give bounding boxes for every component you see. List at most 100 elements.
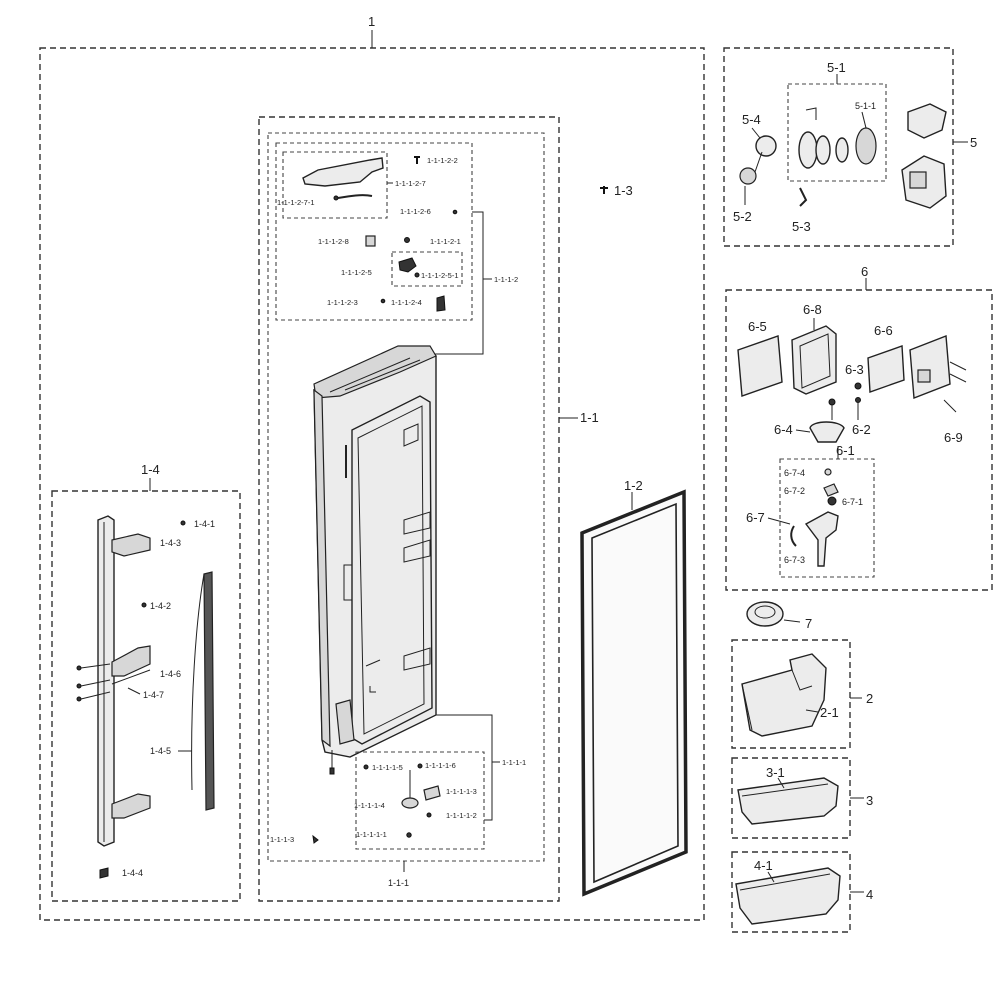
label-1-4-6: 1-4-6 [160,669,181,679]
handle-strip [203,571,215,811]
label-1-1-1-1-6: 1-1-1-1-6 [425,761,456,770]
dispenser-cap [855,127,877,165]
label-1-1-1-2-8: 1-1-1-2-8 [318,237,349,246]
assembly-6: 6 6-5 6-8 6-6 6-9 6-3 6-2 6-4 6-1 [725,264,993,591]
subassembly-1-1-1-1-frame [355,751,485,850]
label-1-2: 1-2 [624,478,643,493]
subassembly-1-1-1-2-5-frame [391,251,463,287]
label-5: 5 [970,135,977,150]
label-6-2: 6-2 [852,422,871,437]
bushing-part [365,235,376,247]
label-5-3: 5-3 [792,219,811,234]
label-1-4-3: 1-4-3 [160,538,181,548]
bin-2-1 [741,653,827,737]
assembly-2-frame [731,639,851,749]
door-body [313,345,493,821]
label-6-9: 6-9 [944,430,963,445]
label-6-6: 6-6 [874,323,893,338]
subassembly-1-1-1-2-7-frame [282,151,388,219]
label-1-1-1-1: 1-1-1-1 [502,758,526,767]
label-5-4: 5-4 [742,112,761,127]
assembly-2: 2 2-1 [731,639,873,749]
label-6-7-3: 6-7-3 [784,555,805,565]
label-6-7-1: 6-7-1 [842,497,863,507]
label-1-1-1: 1-1-1 [388,878,409,888]
label-1-1-1-2-1: 1-1-1-2-1 [430,237,461,246]
part-6-8 [791,325,837,395]
label-1-3: 1-3 [614,183,633,198]
label-6-8: 6-8 [803,302,822,317]
assembly-1-1: 1-1 1-1-1 [258,116,599,902]
assembly-5: 5 5-1 5-1-1 5-4 5-2 5-3 [723,47,977,247]
label-6-7-4: 6-7-4 [784,468,805,478]
label-7: 7 [805,616,812,631]
bin-4-1 [735,867,841,925]
label-1-1-1-2-5: 1-1-1-2-5 [341,268,372,277]
door-shelf-supports [403,423,431,671]
door-liner [351,395,433,745]
label-1-1-1-1-5: 1-1-1-1-5 [372,763,403,772]
label-6-7: 6-7 [746,510,765,525]
label-1-1-1-2-2: 1-1-1-2-2 [427,156,458,165]
part-6-6 [867,345,905,393]
label-2-1: 2-1 [820,705,839,720]
label-1-1-1-2-6: 1-1-1-2-6 [400,207,431,216]
label-6-1: 6-1 [836,443,855,458]
part-6-7-lever [804,511,839,567]
bin-3-1 [737,777,839,825]
gasket-outer [580,489,688,897]
label-1-1-1-1-1: 1-1-1-1-1 [356,830,387,839]
label-5-1: 5-1 [827,60,846,75]
label-1-1-1-2-7-1: 1-1-1-2-7-1 [277,198,315,207]
label-4-1: 4-1 [754,858,773,873]
label-1: 1 [368,14,375,29]
label-3-1: 3-1 [766,765,785,780]
assembly-1-1-frame [258,116,560,902]
part-1-2-gasket: 1-2 [580,478,688,897]
label-1-1-1-2: 1-1-1-2 [494,275,518,284]
hinge-cover-part [302,157,384,187]
subassembly-1-1-1-2: 1-1-1-2-7-1 1-1-1-2-7 1-1-1-2-2 1-1-1-2-… [275,142,518,355]
assembly-6-1-frame [779,458,875,578]
part-7: 7 [746,601,812,631]
label-4: 4 [866,887,873,902]
assembly-5-frame [723,47,954,247]
assembly-3: 3 3-1 [731,757,873,839]
label-6-5: 6-5 [748,319,767,334]
subassembly-1-1-1-2-frame [275,142,473,321]
hinge-pin-part [398,257,417,273]
label-1-1: 1-1 [580,410,599,425]
label-1-1-1-1-3: 1-1-1-1-3 [446,787,477,796]
label-1-1-1-2-3: 1-1-1-2-3 [327,298,358,307]
label-2: 2 [866,691,873,706]
assembly-1-1-1-frame [267,132,545,862]
label-6-3: 6-3 [845,362,864,377]
label-6-4: 6-4 [774,422,793,437]
assembly-3-frame [731,757,851,839]
label-1-4-4: 1-4-4 [122,868,143,878]
label-6-7-2: 6-7-2 [784,486,805,496]
label-1-1-1-3: 1-1-1-3 [270,835,294,844]
label-5-1-1: 5-1-1 [855,101,876,111]
label-1-1-1-2-7: 1-1-1-2-7 [395,179,426,188]
label-1-4: 1-4 [141,462,160,477]
label-1-4-7: 1-4-7 [143,690,164,700]
assembly-1-4: 1-4 1-4-1 1-4-3 1-4-2 1-4-6 1-4-7 1-4-5 … [51,462,241,902]
part-6-4 [809,421,845,443]
label-6: 6 [861,264,868,279]
assembly-1: 1 [39,14,705,921]
dispenser-housing-top [907,103,947,139]
hinge-washer-part [401,797,419,809]
label-1-4-1: 1-4-1 [194,519,215,529]
label-5-2: 5-2 [733,209,752,224]
assembly-1-4-frame [51,490,241,902]
assembly-4-frame [731,851,851,933]
label-3: 3 [866,793,873,808]
label-1-1-1-2-5-1: 1-1-1-2-5-1 [421,271,459,280]
label-1-4-2: 1-4-2 [150,601,171,611]
part-1-3: 1-3 [600,183,633,198]
label-1-4-5: 1-4-5 [150,746,171,756]
assembly-4: 4 4-1 [731,851,873,933]
assembly-6-frame [725,289,993,591]
